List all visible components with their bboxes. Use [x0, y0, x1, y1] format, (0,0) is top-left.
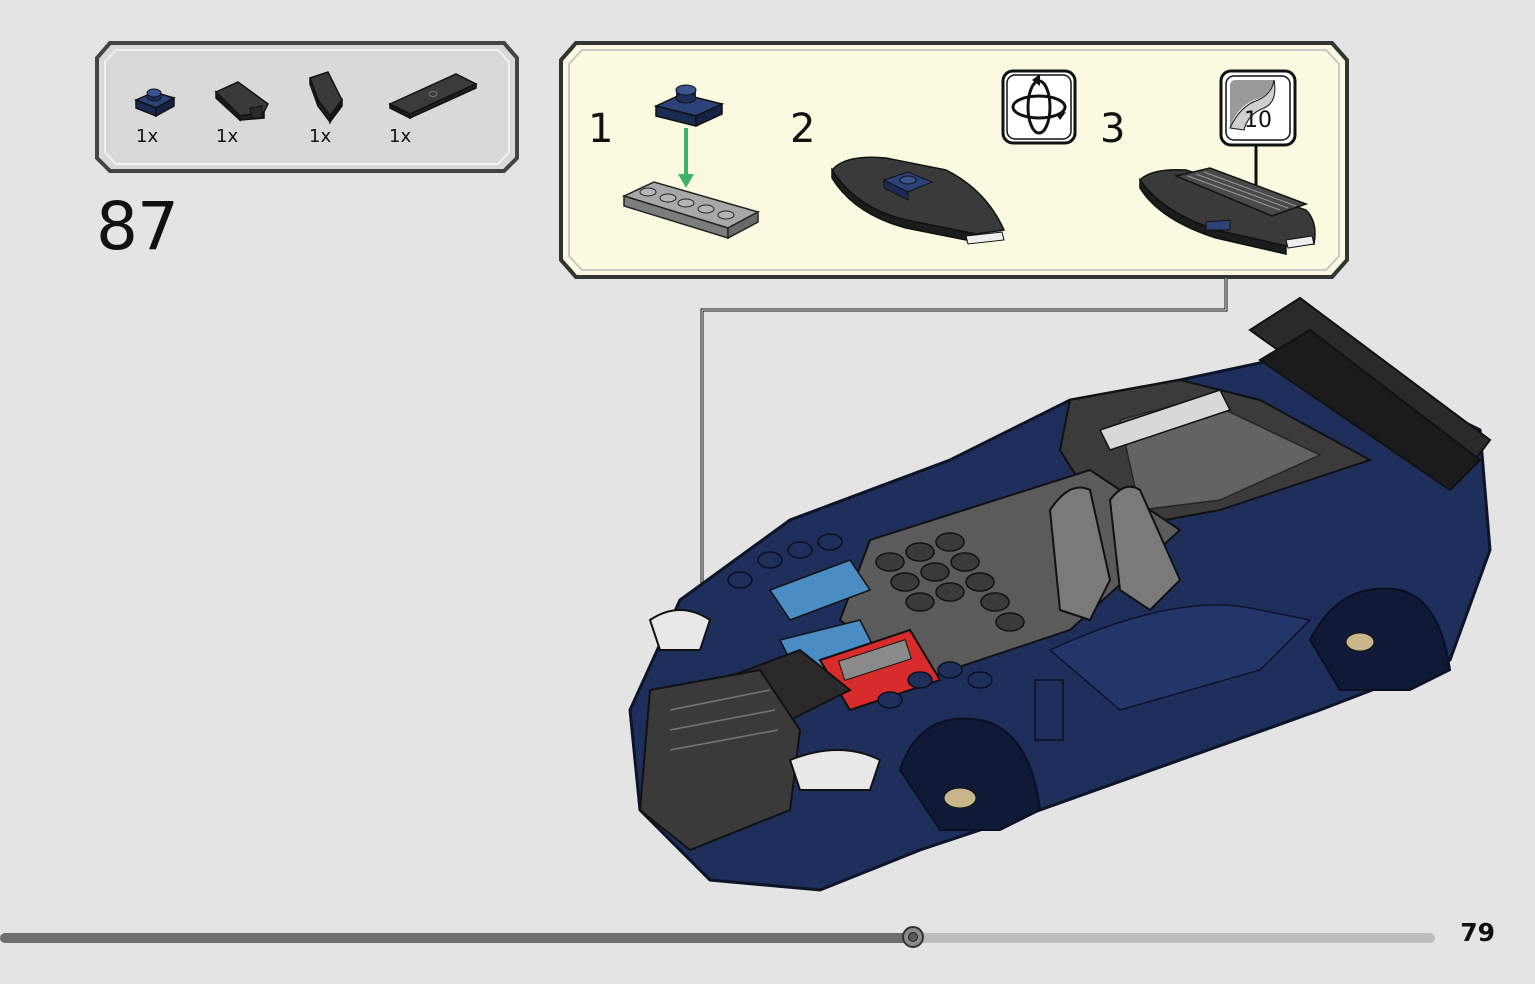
- part-qty: 1x: [309, 126, 332, 147]
- parts-panel-frame: [95, 41, 519, 173]
- black-tile-1x4-icon: [388, 73, 478, 120]
- substep-panel: 1 2 3: [558, 40, 1350, 280]
- page-progress-knob[interactable]: [902, 926, 924, 948]
- navy-plate-1x1-icon: [134, 88, 176, 118]
- part-qty: 1x: [389, 126, 412, 147]
- substep-number: 3: [1100, 106, 1126, 152]
- sticker-number: 10: [1244, 108, 1272, 133]
- page-progress-fill: [0, 933, 913, 943]
- sticker-icon: [1219, 69, 1297, 147]
- part-qty: 1x: [136, 126, 159, 147]
- rotate-model-icon: [1001, 69, 1077, 145]
- car-model-illustration: [628, 296, 1492, 892]
- substep-2-illustration: [831, 156, 1006, 245]
- substep-number: 1: [588, 106, 614, 152]
- substep-3-illustration: [1139, 167, 1316, 255]
- parts-list-panel: 1x 1x 1x 1x: [94, 40, 520, 174]
- part-qty: 1x: [216, 126, 239, 147]
- substep-number: 2: [790, 106, 816, 152]
- substep-1-illustration: [621, 84, 760, 240]
- black-wedge-plate-right-icon: [309, 71, 343, 125]
- page-number: 79: [1460, 918, 1495, 947]
- black-wedge-plate-left-icon: [214, 81, 269, 122]
- step-number: 87: [96, 188, 179, 265]
